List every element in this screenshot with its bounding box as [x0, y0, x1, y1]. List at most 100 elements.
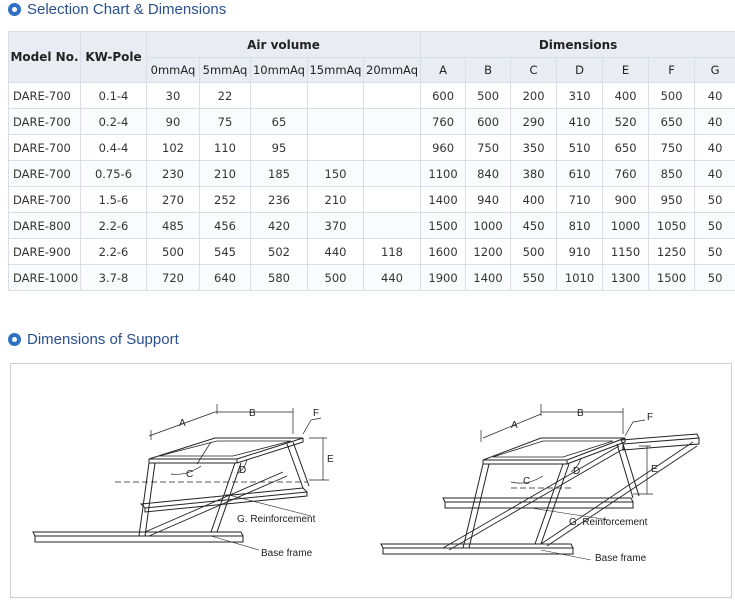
cell-dimension: 50 [694, 238, 735, 265]
cell-dimension: 750 [465, 134, 512, 161]
support-drawing-right [380, 404, 700, 561]
cell-model: DARE-900 [8, 238, 81, 265]
cell-kw-pole: 2.2-6 [80, 212, 147, 239]
cell-dimension: 200 [510, 82, 558, 109]
cell-air-volume [362, 82, 422, 109]
cell-dimension: 40 [694, 160, 735, 187]
right-label-base-frame: Base frame [595, 553, 647, 564]
cell-dimension: 400 [510, 186, 558, 213]
cell-air-volume: 118 [362, 238, 422, 265]
cell-dimension: 400 [602, 82, 650, 109]
left-label-b: B [249, 408, 256, 419]
cell-dimension: 650 [648, 108, 696, 135]
cell-dimension: 650 [602, 134, 650, 161]
cell-air-volume: 420 [250, 212, 308, 239]
cell-dimension: 510 [556, 134, 604, 161]
cell-air-volume: 185 [250, 160, 308, 187]
support-title-text: Dimensions of Support [27, 331, 179, 348]
cell-dimension: 960 [420, 134, 467, 161]
header-air-col: 20mmAq [362, 57, 422, 83]
cell-dimension: 1600 [420, 238, 467, 265]
cell-dimension: 1150 [602, 238, 650, 265]
support-diagram: A B C D E F G. Reinforcement Base frame [32, 404, 700, 564]
cell-model: DARE-700 [8, 186, 81, 213]
base-frame-left [32, 531, 244, 543]
bullet-icon [8, 3, 21, 16]
support-drawing-left [32, 404, 329, 551]
cell-air-volume [250, 82, 308, 109]
left-label-reinforcement: G. Reinforcement [237, 514, 316, 525]
cell-air-volume: 440 [307, 238, 364, 265]
cell-air-volume: 90 [146, 108, 200, 135]
cell-air-volume: 65 [250, 108, 308, 135]
cell-air-volume: 502 [250, 238, 308, 265]
cell-air-volume: 252 [199, 186, 251, 213]
cell-dimension: 520 [602, 108, 650, 135]
left-label-a: A [179, 418, 186, 429]
left-label-base-frame: Base frame [261, 548, 313, 559]
cell-air-volume: 270 [146, 186, 200, 213]
cell-dimension: 50 [694, 264, 735, 291]
header-dimensions: Dimensions [420, 31, 735, 58]
cell-dimension: 600 [420, 82, 467, 109]
left-label-e: E [327, 454, 334, 465]
cell-air-volume: 102 [146, 134, 200, 161]
cell-air-volume [307, 134, 364, 161]
cell-model: DARE-700 [8, 134, 81, 161]
cell-dimension: 950 [648, 186, 696, 213]
cell-air-volume: 210 [199, 160, 251, 187]
support-diagram-box: A B C D E F G. Reinforcement Base frame [10, 363, 732, 598]
cell-air-volume [362, 186, 422, 213]
cell-dimension: 1250 [648, 238, 696, 265]
right-label-d: D [573, 466, 580, 477]
cell-air-volume: 22 [199, 82, 251, 109]
header-dim-col: G [694, 57, 735, 83]
cell-air-volume: 485 [146, 212, 200, 239]
right-label-b: B [577, 408, 584, 419]
cell-dimension: 450 [510, 212, 558, 239]
cell-air-volume: 456 [199, 212, 251, 239]
cell-model: DARE-700 [8, 82, 81, 109]
cell-dimension: 610 [556, 160, 604, 187]
cell-dimension: 760 [602, 160, 650, 187]
header-air-col: 5mmAq [199, 57, 251, 83]
cell-dimension: 1000 [465, 212, 512, 239]
cell-dimension: 40 [694, 108, 735, 135]
right-label-a: A [511, 420, 518, 431]
cell-air-volume: 500 [146, 238, 200, 265]
cell-dimension: 310 [556, 82, 604, 109]
cell-dimension: 500 [648, 82, 696, 109]
cell-air-volume: 230 [146, 160, 200, 187]
cell-dimension: 1500 [420, 212, 467, 239]
selection-chart-table: Model No. KW-Pole Air volume Dimensions … [8, 31, 735, 291]
cell-air-volume: 150 [307, 160, 364, 187]
reinforcement-left [139, 487, 309, 513]
cell-dimension: 1050 [648, 212, 696, 239]
cell-dimension: 760 [420, 108, 467, 135]
header-air-col: 10mmAq [250, 57, 308, 83]
cell-dimension: 1300 [602, 264, 650, 291]
cell-air-volume: 370 [307, 212, 364, 239]
cell-air-volume [362, 160, 422, 187]
cell-kw-pole: 0.2-4 [80, 108, 147, 135]
bullet-icon [8, 333, 21, 346]
cell-dimension: 410 [556, 108, 604, 135]
right-label-c: C [523, 476, 530, 487]
cell-air-volume: 440 [362, 264, 422, 291]
cell-dimension: 500 [465, 82, 512, 109]
cell-dimension: 40 [694, 82, 735, 109]
header-dim-col: F [648, 57, 696, 83]
cell-kw-pole: 0.4-4 [80, 134, 147, 161]
selection-title-text: Selection Chart & Dimensions [27, 1, 227, 18]
cell-dimension: 1400 [420, 186, 467, 213]
cell-dimension: 710 [556, 186, 604, 213]
cell-dimension: 380 [510, 160, 558, 187]
cell-dimension: 750 [648, 134, 696, 161]
cell-dimension: 600 [465, 108, 512, 135]
section-title-support: Dimensions of Support [8, 331, 179, 348]
cell-air-volume: 75 [199, 108, 251, 135]
header-dim-col: C [510, 57, 558, 83]
